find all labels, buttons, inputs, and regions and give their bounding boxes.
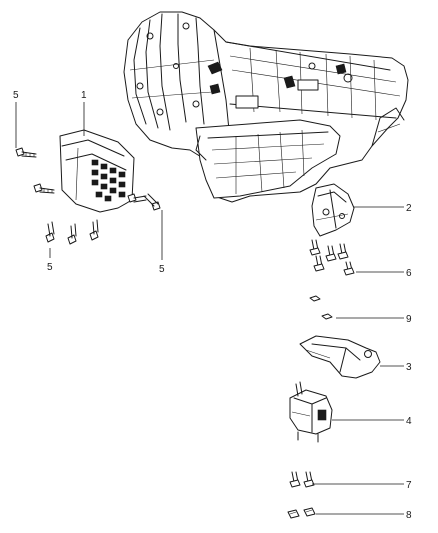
- bolt-5f: [127, 193, 147, 203]
- bolt-6b: [325, 245, 337, 262]
- callout-5-bottom-left: 5: [47, 262, 53, 273]
- bolt-6d: [337, 243, 349, 260]
- callout-2: 2: [406, 203, 412, 214]
- bolt-6e: [343, 261, 355, 276]
- callout-8: 8: [406, 510, 412, 521]
- transmission-assembly: [123, 11, 409, 203]
- bolt-6a: [309, 239, 321, 256]
- bracket-grid: [91, 159, 126, 202]
- bolt-6c: [313, 255, 325, 272]
- bolt-5c: [45, 221, 55, 243]
- bolt-5d: [67, 223, 77, 245]
- bolt-5b: [33, 183, 55, 194]
- mount-part-4: [289, 381, 333, 443]
- callout-3: 3: [406, 362, 412, 373]
- nut-8a: [287, 509, 300, 519]
- bolt-5e: [89, 219, 99, 241]
- callout-1: 1: [81, 90, 87, 101]
- leader-lines: [15, 102, 404, 515]
- callout-5-top-left: 5: [13, 90, 19, 101]
- bolt-5a: [15, 147, 37, 158]
- bolt-7a: [289, 471, 301, 488]
- callout-4: 4: [406, 416, 412, 427]
- callout-5-bottom-right: 5: [159, 264, 165, 275]
- bracket-part-1: [59, 129, 135, 213]
- callouts: 1 2 3 4 5 5 5 6 7 8 9: [13, 90, 412, 521]
- bolt-5g: [143, 193, 161, 211]
- callout-7: 7: [406, 480, 412, 491]
- bolt-7b: [303, 471, 315, 488]
- bracket-part-3: [299, 335, 381, 379]
- callout-9: 9: [406, 314, 412, 325]
- callout-6: 6: [406, 268, 412, 279]
- nut-9b: [321, 313, 333, 320]
- nut-8b: [303, 507, 316, 517]
- bracket-part-2: [311, 183, 355, 237]
- nut-9a: [309, 295, 321, 302]
